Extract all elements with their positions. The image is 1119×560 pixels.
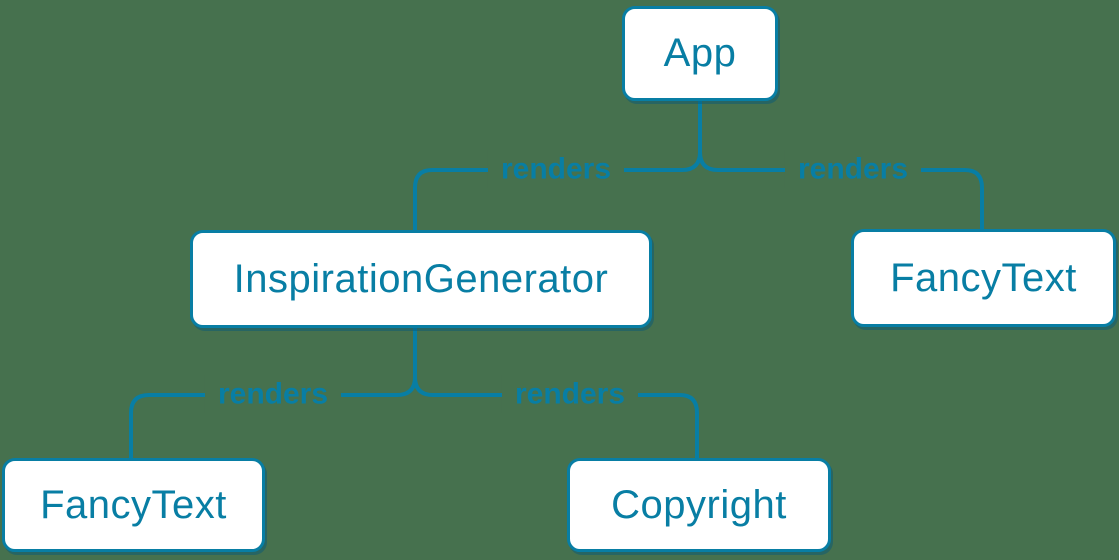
edge-label-renders-app-fancytext: renders [784, 149, 922, 189]
node-fancy-text-top-label: FancyText [890, 255, 1077, 300]
edge-label-renders-inspirationgenerator-copyright: renders [501, 374, 639, 414]
edge-label-renders-inspirationgenerator-fancytext: renders [204, 374, 342, 414]
node-copyright: Copyright [567, 458, 831, 552]
node-fancy-text-bottom-label: FancyText [40, 482, 227, 527]
node-app: App [622, 6, 778, 101]
node-fancy-text-top: FancyText [851, 229, 1116, 327]
node-copyright-label: Copyright [611, 482, 787, 527]
node-inspiration-generator: InspirationGenerator [190, 230, 652, 328]
node-fancy-text-bottom: FancyText [2, 458, 265, 552]
node-inspiration-generator-label: InspirationGenerator [233, 256, 609, 301]
node-app-label: App [663, 31, 737, 75]
edge-label-renders-app-inspirationgenerator: renders [487, 149, 625, 189]
